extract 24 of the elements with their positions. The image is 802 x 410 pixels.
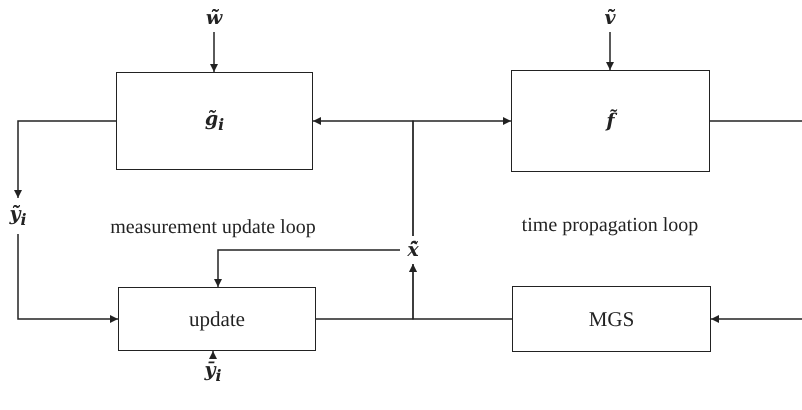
box-label: f̃ <box>606 112 615 130</box>
arrow <box>214 249 400 287</box>
arrow <box>316 264 417 320</box>
box-label: g̃$_{i}$ <box>204 110 224 132</box>
symbol-label <box>118 287 316 351</box>
loop-label: measurement update loop <box>110 216 316 239</box>
symbol-label: w̃̃ <box>206 8 222 28</box>
symbol-label <box>116 72 313 170</box>
arrow <box>412 117 511 236</box>
arrow <box>210 32 218 72</box>
arrow <box>606 32 614 70</box>
process-box <box>512 286 711 352</box>
box-label: MGS <box>588 308 634 330</box>
process-box <box>511 70 710 172</box>
symbol-label: x̂̃ <box>407 240 419 260</box>
arrow <box>209 351 217 359</box>
loop-label: time propagation loop <box>522 214 698 237</box>
symbol-label: ṽ̃ <box>604 8 616 28</box>
arrow <box>17 234 118 323</box>
symbol-label: ỹ̃$_{i}$ <box>9 204 27 228</box>
arrow <box>14 120 116 198</box>
symbol-label: ȳ$_{i}$ <box>204 360 222 384</box>
arrow <box>711 315 802 323</box>
box-label: update <box>189 308 245 330</box>
